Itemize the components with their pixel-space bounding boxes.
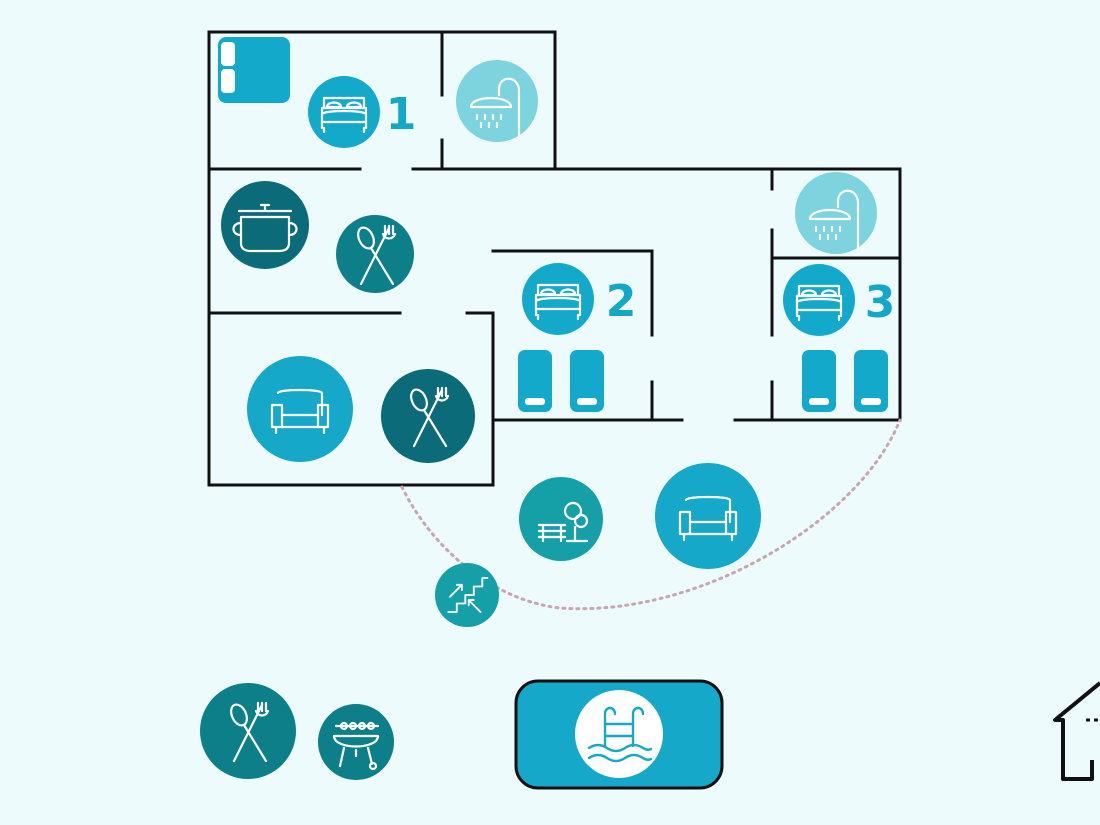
fork-spoon-icon	[381, 369, 475, 463]
armchair-icon	[655, 463, 761, 569]
single-bed-icon	[570, 350, 604, 412]
room-label-2: 2	[606, 276, 637, 327]
walls	[207, 30, 902, 487]
single-bed-icon	[518, 350, 552, 412]
double-bed-icon	[522, 263, 594, 335]
armchair-icon	[247, 356, 353, 462]
bedroom-2[interactable]: 2	[518, 263, 636, 412]
barbecue-grill-icon	[318, 704, 394, 780]
room-label-1: 1	[386, 89, 417, 140]
bedroom-1[interactable]: 1	[218, 37, 416, 148]
fork-spoon-icon	[336, 215, 414, 293]
shower-icon	[795, 172, 877, 254]
fork-spoon-icon	[200, 683, 296, 779]
single-bed-icon	[854, 350, 888, 412]
room-label-3: 3	[865, 277, 896, 328]
double-bed-icon	[783, 264, 855, 336]
cooking-pot-icon	[221, 181, 309, 269]
terrace-path	[400, 418, 902, 611]
single-bed-icon	[218, 37, 290, 103]
house-outline-icon	[1053, 681, 1100, 781]
pool	[514, 679, 724, 790]
shower-icon	[456, 60, 538, 142]
double-bed-icon	[308, 76, 380, 148]
bedroom-3[interactable]: 3	[783, 264, 895, 412]
pool-ladder-icon	[575, 690, 663, 778]
single-bed-icon	[802, 350, 836, 412]
stairs-icon	[435, 563, 499, 627]
garden-bench-tree-icon	[519, 477, 603, 561]
